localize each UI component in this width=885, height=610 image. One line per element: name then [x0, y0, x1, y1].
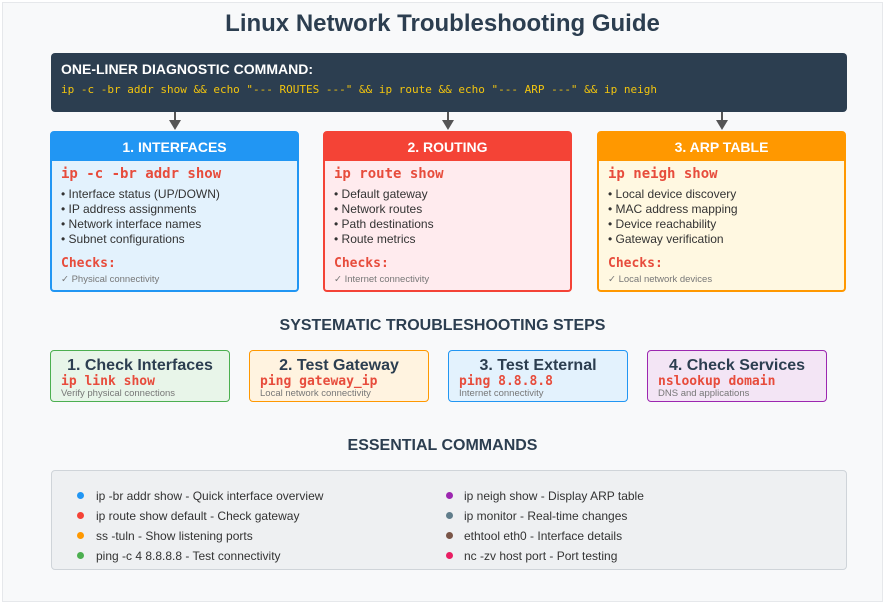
step-check-interfaces: 1. Check Interfaces ip link show Verify … [50, 350, 230, 402]
step-title: 4. Check Services [668, 357, 806, 374]
step-title: 1. Check Interfaces [67, 357, 213, 374]
bullet-dot-icon [77, 532, 84, 539]
arrow-line-1 [174, 112, 176, 120]
step-command: ping gateway_ip [260, 374, 378, 389]
checks-label: Checks: [61, 256, 116, 271]
arrow-down-icon [442, 120, 454, 130]
bullet-dot-icon [77, 552, 84, 559]
step-note: Internet connectivity [459, 388, 544, 399]
essential-commands-box: ip -br addr show - Quick interface overv… [51, 470, 847, 570]
step-note: DNS and applications [658, 388, 750, 399]
list-item: • Device reachability [608, 217, 717, 231]
checks-label: Checks: [608, 256, 663, 271]
card-list: • Interface status (UP/DOWN) • IP addres… [61, 187, 220, 247]
command-item: ip route show default - Check gateway [96, 509, 300, 523]
step-title: 3. Test External [479, 357, 597, 374]
checks-note: ✓ Internet connectivity [334, 274, 430, 285]
list-item: • Local device discovery [608, 187, 737, 201]
card-list: • Local device discovery • MAC address m… [608, 187, 738, 247]
list-item: • Default gateway [334, 187, 428, 201]
step-command: ip link show [61, 374, 155, 389]
card-list: • Default gateway • Network routes • Pat… [334, 187, 434, 247]
checks-label: Checks: [334, 256, 389, 271]
card-interfaces: 1. INTERFACES ip -c -br addr show • Inte… [50, 131, 299, 292]
command-item: ip monitor - Real-time changes [464, 509, 628, 523]
command-item: ethtool eth0 - Interface details [464, 529, 623, 543]
command-item: ip neigh show - Display ARP table [464, 489, 644, 503]
command-item: ss -tuln - Show listening ports [96, 529, 253, 543]
diagnostic-command[interactable]: ip -c -br addr show && echo "--- ROUTES … [61, 83, 658, 96]
card-routing: 2. ROUTING ip route show • Default gatew… [323, 131, 572, 292]
steps-title: SYSTEMATIC TROUBLESHOOTING STEPS [279, 317, 606, 334]
list-item: • Network routes [334, 202, 423, 216]
checks-note: ✓ Physical connectivity [61, 274, 160, 285]
bullet-dot-icon [77, 512, 84, 519]
card-command: ip route show [334, 166, 444, 182]
arrow-line-2 [447, 112, 449, 120]
arrow-line-3 [721, 112, 723, 120]
bullet-dot-icon [446, 512, 453, 519]
list-item: • MAC address mapping [608, 202, 738, 216]
list-item: • IP address assignments [61, 202, 197, 216]
bullet-dot-icon [446, 532, 453, 539]
list-item: • Network interface names [61, 217, 202, 231]
step-title: 2. Test Gateway [279, 357, 399, 374]
bullet-dot-icon [446, 492, 453, 499]
diagnostic-command-box: ONE-LINER DIAGNOSTIC COMMAND: ip -c -br … [51, 53, 847, 112]
command-item: ip -br addr show - Quick interface overv… [96, 489, 324, 503]
checks-note: ✓ Local network devices [608, 274, 713, 285]
arrow-down-icon [716, 120, 728, 130]
card-command: ip -c -br addr show [61, 166, 222, 182]
page-title: Linux Network Troubleshooting Guide [225, 10, 660, 37]
card-header: 2. ROUTING [325, 133, 570, 161]
arrow-down-icon [169, 120, 181, 130]
list-item: • Gateway verification [608, 232, 724, 246]
list-item: • Route metrics [334, 232, 416, 246]
step-command: nslookup domain [658, 374, 776, 389]
step-note: Verify physical connections [61, 388, 176, 399]
step-note: Local network connectivity [260, 388, 371, 399]
command-item: nc -zv host port - Port testing [464, 549, 618, 563]
list-item: • Subnet configurations [61, 232, 185, 246]
step-test-external: 3. Test External ping 8.8.8.8 Internet c… [448, 350, 628, 402]
step-command: ping 8.8.8.8 [459, 374, 553, 389]
card-arp-table: 3. ARP TABLE ip neigh show • Local devic… [597, 131, 846, 292]
diagnostic-label: ONE-LINER DIAGNOSTIC COMMAND: [61, 61, 313, 77]
command-item: ping -c 4 8.8.8.8 - Test connectivity [96, 549, 281, 563]
step-check-services: 4. Check Services nslookup domain DNS an… [647, 350, 827, 402]
card-header: 1. INTERFACES [52, 133, 297, 161]
card-command: ip neigh show [608, 166, 718, 182]
card-header: 3. ARP TABLE [599, 133, 844, 161]
step-test-gateway: 2. Test Gateway ping gateway_ip Local ne… [249, 350, 429, 402]
list-item: • Path destinations [334, 217, 434, 231]
essential-title: ESSENTIAL COMMANDS [347, 437, 538, 454]
bullet-dot-icon [446, 552, 453, 559]
bullet-dot-icon [77, 492, 84, 499]
list-item: • Interface status (UP/DOWN) [61, 187, 220, 201]
